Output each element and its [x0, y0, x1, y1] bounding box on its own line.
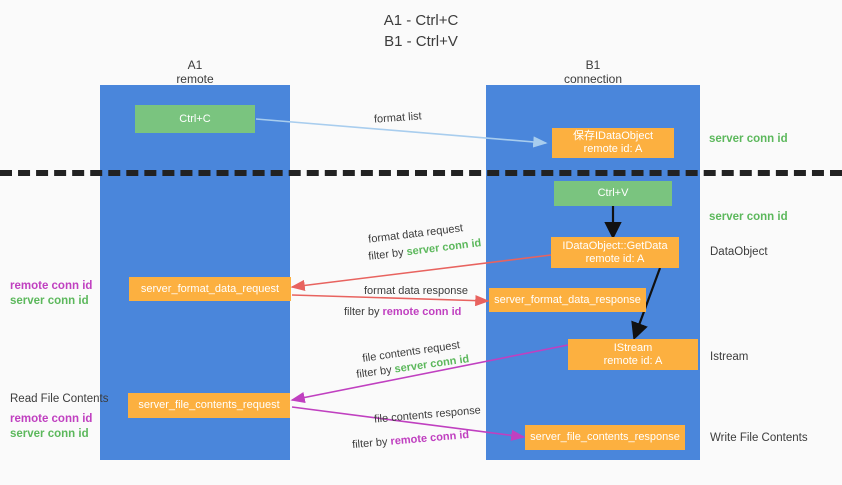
node-server-file-contents-response[interactable]: server_file_contents_response — [525, 425, 685, 450]
annotation-remote-conn-id-1: remote conn id — [10, 280, 93, 292]
node-getdata-line2: remote id: A — [585, 252, 645, 265]
edge-label-format-data-response-filter: filter by remote conn id — [344, 305, 461, 320]
column-a1-name: A1 — [187, 58, 203, 72]
filter-prefix-1: filter by — [367, 246, 408, 263]
node-istream-line1: IStream — [613, 341, 653, 354]
annotation-server-conn-id-mid: server conn id — [709, 211, 788, 223]
title-line-2: B1 - Ctrl+V — [384, 33, 458, 50]
edge-label-format-data-response: format data response — [364, 285, 468, 297]
diagram-title: A1 - Ctrl+C B1 - Ctrl+V — [0, 10, 842, 52]
node-getdata-line1: IDataObject::GetData — [562, 239, 668, 252]
annotation-conn-ids-format: remote conn id server conn id — [10, 279, 92, 309]
node-save-dataobject[interactable]: 保存IDataObject remote id: A — [552, 128, 674, 158]
node-ctrl-v-label: Ctrl+V — [597, 187, 629, 199]
node-server-format-data-request[interactable]: server_format_data_request — [129, 277, 291, 301]
node-save-dataobject-line1: 保存IDataObject — [572, 130, 654, 142]
node-server-format-data-response[interactable]: server_format_data_response — [489, 288, 646, 312]
node-server-file-contents-request-label: server_file_contents_request — [138, 399, 280, 411]
arrow-file-contents-response — [291, 406, 526, 441]
arrow-format-list — [255, 118, 548, 148]
node-ctrl-v[interactable]: Ctrl+V — [554, 181, 672, 206]
column-a1-sub: remote — [176, 72, 214, 86]
annotation-server-conn-id-2: server conn id — [10, 428, 89, 440]
arrow-format-data-request — [290, 254, 552, 291]
column-b1-sub: connection — [563, 72, 623, 86]
column-header-a1: A1 remote — [100, 58, 290, 86]
node-istream-line2: remote id: A — [603, 354, 663, 367]
arrow-getdata-to-istream — [631, 267, 662, 341]
filter-prefix-3: filter by — [355, 363, 396, 381]
filter-key-remote-conn-id-1: remote conn id — [382, 306, 462, 318]
annotation-conn-ids-file: remote conn id server conn id — [10, 412, 92, 442]
node-istream[interactable]: IStream remote id: A — [568, 339, 698, 370]
annotation-remote-conn-id-2: remote conn id — [10, 413, 93, 425]
node-server-file-contents-response-label: server_file_contents_response — [530, 431, 680, 443]
arrow-file-contents-request — [290, 344, 569, 403]
annotation-write-file-contents: Write File Contents — [710, 432, 808, 444]
node-idataobject-getdata[interactable]: IDataObject::GetData remote id: A — [551, 237, 679, 268]
column-header-b1: B1 connection — [486, 58, 700, 86]
node-save-dataobject-line2: remote id: A — [583, 143, 643, 155]
node-ctrl-c-label: Ctrl+C — [179, 112, 211, 125]
annotation-server-conn-id-1: server conn id — [10, 295, 89, 307]
annotation-server-conn-id-top: server conn id — [709, 133, 788, 145]
node-server-format-data-request-label: server_format_data_request — [140, 282, 280, 295]
arrow-format-data-response — [291, 294, 490, 307]
filter-prefix-4: filter by — [351, 435, 392, 452]
annotation-read-file-contents: Read File Contents — [10, 393, 109, 405]
annotation-dataobject: DataObject — [710, 246, 768, 258]
phase-divider — [0, 170, 842, 176]
node-server-file-contents-request[interactable]: server_file_contents_request — [128, 393, 290, 418]
node-ctrl-c[interactable]: Ctrl+C — [135, 105, 255, 133]
annotation-istream: Istream — [710, 351, 749, 363]
node-server-format-data-response-label: server_format_data_response — [494, 293, 641, 306]
title-line-1: A1 - Ctrl+C — [383, 12, 459, 29]
filter-prefix-2: filter by — [344, 306, 383, 318]
column-b1-name: B1 — [585, 58, 601, 72]
